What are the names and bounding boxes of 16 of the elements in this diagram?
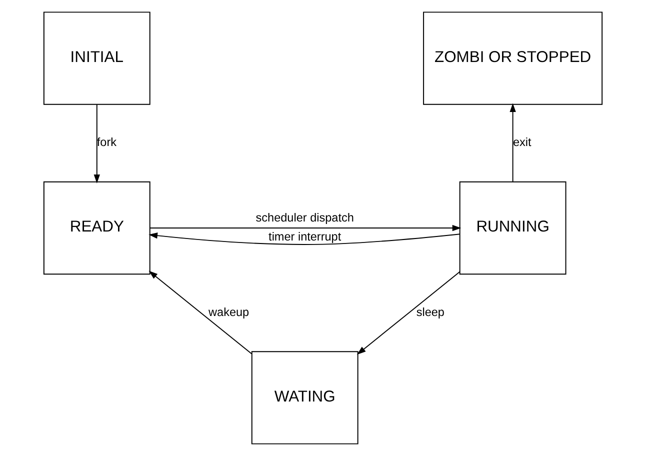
node-box: READY — [43, 181, 150, 275]
edge-label: sleep — [416, 306, 444, 319]
edge-label: scheduler dispatch — [256, 212, 354, 225]
edge-label: exit — [512, 136, 532, 150]
node-box: RUNNING — [459, 181, 566, 275]
arrow — [510, 103, 516, 182]
arrow — [148, 270, 252, 354]
node-box: ZOMBI OR STOPPED — [423, 12, 603, 105]
arrow — [94, 104, 100, 184]
edge-label: timer interrupt — [268, 230, 342, 244]
arrow — [150, 224, 462, 232]
edge-label: wakeup — [208, 306, 250, 319]
arrow — [148, 232, 460, 245]
arrow — [356, 271, 460, 355]
node-box: WATING — [251, 351, 358, 444]
node-box: INITIAL — [43, 12, 150, 105]
